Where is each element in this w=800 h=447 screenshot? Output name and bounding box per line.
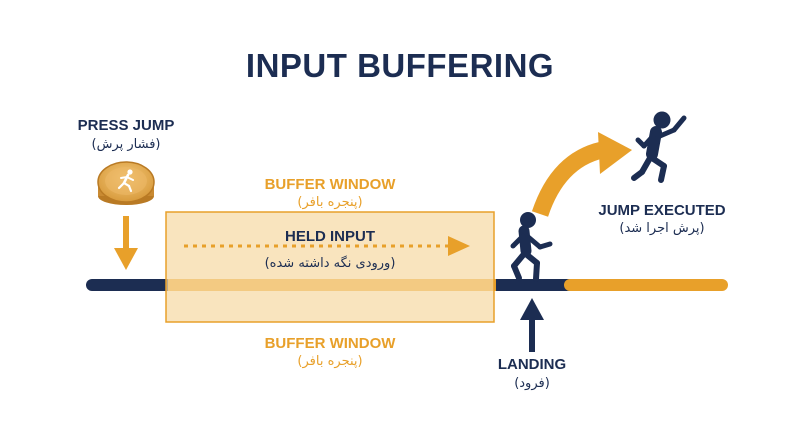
buffer-window-top-label: BUFFER WINDOW — [264, 176, 396, 193]
running-person-icon — [117, 169, 134, 193]
press-jump-label: PRESS JUMP — [77, 117, 175, 134]
press-arrow-down — [114, 216, 138, 270]
jump-executed-label: JUMP EXECUTED — [598, 202, 726, 219]
landing-label-fa: (فرود) — [514, 376, 550, 391]
buffer-window-bottom-label: BUFFER WINDOW — [264, 335, 396, 352]
page-title: INPUT BUFFERING — [245, 47, 555, 84]
buffer-window-bottom-label-fa: (پنجره بافر) — [297, 354, 363, 369]
held-input-label-fa: (ورودی نگه داشته شده) — [264, 256, 396, 271]
landing-label: LANDING — [497, 356, 567, 373]
jump-button-icon — [97, 161, 155, 205]
jump-executed-label-fa: (پرش اجرا شد) — [619, 221, 705, 236]
held-input-label: HELD INPUT — [285, 228, 375, 245]
jump-curve-arrow — [531, 132, 632, 217]
buffer-window-top-label-fa: (پنجره بافر) — [297, 195, 363, 210]
press-jump-label-fa: (فشار پرش) — [91, 137, 161, 152]
held-input-arrow — [184, 236, 470, 256]
landing-person-icon — [510, 212, 553, 282]
buffer-window-box — [165, 211, 495, 323]
jumping-person-icon — [631, 111, 687, 183]
landing-arrow-up — [520, 298, 544, 352]
